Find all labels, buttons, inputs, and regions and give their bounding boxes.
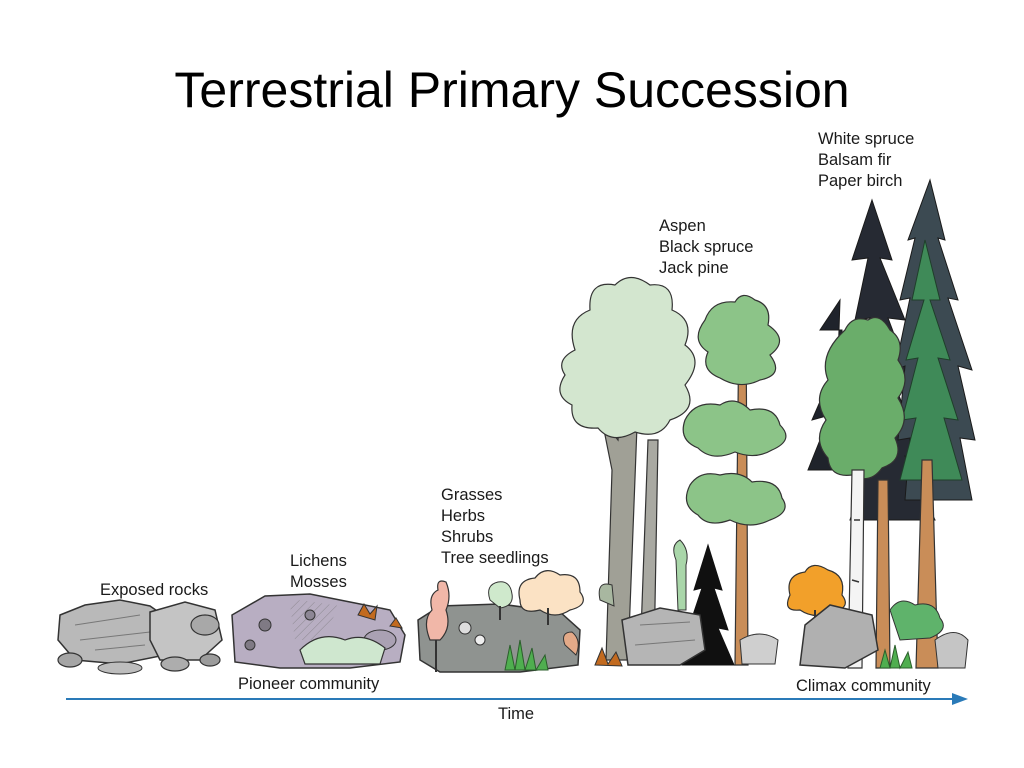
- stage-label-lichens-mosses: Lichens Mosses: [290, 552, 347, 591]
- shrub-icon: [488, 570, 584, 625]
- page-title: Terrestrial Primary Succession: [174, 62, 850, 118]
- aspen-tree-icon: [559, 276, 696, 661]
- seedling-icon: [425, 580, 579, 672]
- stage-label-grasses-herbs: Grasses Herbs Shrubs Tree seedlings: [441, 486, 549, 567]
- climax-community-label: Climax community: [796, 677, 931, 695]
- stage-label-exposed-rocks: Exposed rocks: [100, 581, 209, 599]
- time-arrow: [66, 693, 968, 705]
- jack-pine-tree-icon: [682, 294, 787, 666]
- moss-patch-icon: [299, 602, 403, 665]
- stage-label-spruce-fir-birch: White spruce Balsam fir Paper birch: [818, 130, 915, 190]
- time-axis-label: Time: [498, 705, 535, 723]
- stage-label-aspen-spruce-pine: Aspen Black spruce Jack pine: [659, 217, 754, 277]
- rock-pile-icon: [594, 607, 779, 667]
- rock-pile-icon: [57, 599, 223, 675]
- pioneer-community-label: Pioneer community: [238, 675, 380, 693]
- shrub-icon: [787, 564, 969, 670]
- grass-tuft-icon: [417, 603, 581, 673]
